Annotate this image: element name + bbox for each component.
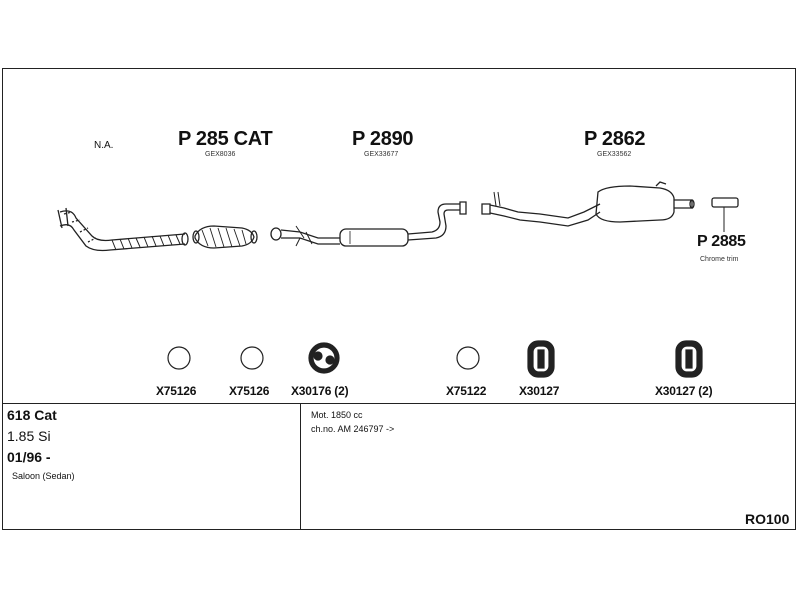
vehicle-body: Saloon (Sedan) (12, 471, 75, 481)
rubber-hanger-icon (675, 340, 703, 378)
mounting-label: X30127 (519, 384, 560, 398)
vehicle-engine: 1.85 Si (7, 428, 51, 444)
mounting-label: X30127 (2) (655, 384, 713, 398)
ring-icon (240, 346, 264, 370)
na-label: N.A. (94, 140, 114, 151)
ring-icon (456, 346, 480, 370)
info-divider-vertical (300, 403, 301, 530)
part-label-trim: P 2885 (697, 233, 746, 250)
chrome-trim-drawing (711, 197, 739, 232)
diagram-reference: RO100 (745, 511, 790, 527)
part-label-intermediate: P 2890 (352, 128, 414, 150)
part-note-trim: Chrome trim (700, 256, 739, 263)
front-pipe-drawing (57, 207, 189, 252)
diagram-frame (2, 68, 796, 530)
mounting-label: X30176 (2) (291, 384, 349, 398)
rubber-mount-icon (308, 342, 340, 374)
vehicle-model: 618 Cat (7, 407, 57, 423)
ring-icon (167, 346, 191, 370)
part-code-intermediate: GEX33677 (364, 151, 399, 158)
mounting-label: X75126 (156, 384, 197, 398)
part-code-cat: GEX8036 (205, 151, 236, 158)
part-code-rear: GEX33562 (597, 151, 632, 158)
part-label-rear: P 2862 (584, 128, 646, 150)
rear-silencer-drawing (481, 181, 695, 227)
mounting-label: X75122 (446, 384, 487, 398)
info-divider-horizontal (2, 403, 796, 404)
part-label-cat: P 285 CAT (178, 128, 273, 150)
mounting-label: X75126 (229, 384, 270, 398)
vehicle-date: 01/96 - (7, 449, 51, 465)
intermediate-silencer-drawing (270, 201, 467, 247)
chassis-number: ch.no. AM 246797 -> (311, 424, 395, 434)
engine-capacity: Mot. 1850 cc (311, 410, 363, 420)
rubber-hanger-icon (527, 340, 555, 378)
catalyst-drawing (192, 225, 258, 249)
